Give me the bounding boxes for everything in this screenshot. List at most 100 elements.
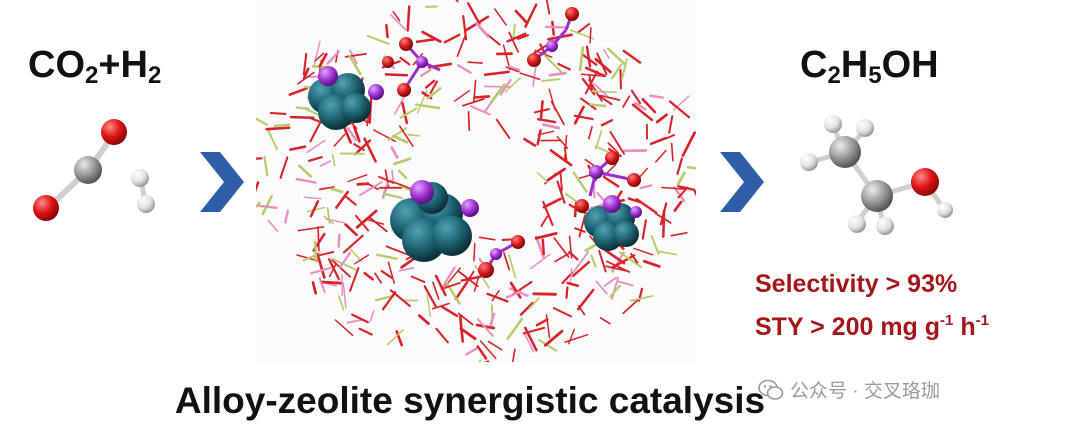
framework-bond (334, 319, 354, 337)
framework-bond (369, 310, 375, 323)
framework-bond (499, 78, 512, 96)
framework-bond (580, 97, 597, 110)
framework-bond (284, 209, 290, 224)
framework-bond (398, 125, 414, 147)
framework-bond (576, 288, 595, 311)
framework-bond (309, 200, 320, 218)
framework-bond (536, 129, 542, 146)
framework-bond (539, 43, 547, 57)
framework-bond (328, 263, 337, 278)
framework-bond (397, 169, 408, 180)
framework-bond (382, 192, 404, 200)
framework-bond (313, 40, 321, 67)
framework-bond (603, 276, 618, 287)
framework-bond (467, 61, 483, 64)
framework-bond (443, 33, 461, 44)
framework-bond (478, 359, 482, 362)
framework-bond (309, 120, 322, 143)
framework-bond (342, 282, 347, 309)
framework-bond (311, 281, 318, 295)
framework-bond (303, 196, 322, 200)
framework-bond (479, 340, 497, 360)
framework-bond (542, 123, 561, 130)
framework-bond (257, 204, 278, 209)
framework-bond (591, 90, 617, 94)
alloy-clusters (308, 66, 642, 262)
framework-bond (589, 103, 607, 108)
framework-bond (381, 182, 389, 199)
framework-bond (363, 137, 377, 163)
framework-bond (573, 105, 585, 125)
framework-bond (256, 201, 261, 209)
framework-bond (391, 134, 409, 144)
framework-bond (606, 47, 627, 66)
framework-bond (580, 73, 607, 78)
framework-bond (335, 190, 349, 209)
framework-bond (462, 15, 468, 41)
framework-bond (337, 233, 341, 248)
framework-bond (504, 76, 522, 93)
framework-bond (465, 270, 475, 285)
reactant-formula: CO2+H2 (28, 44, 161, 89)
alloy-cluster (584, 195, 642, 251)
framework-bond (639, 167, 649, 178)
framework-bond (543, 329, 564, 347)
framework-bond (318, 52, 328, 68)
framework-bond (295, 177, 317, 184)
framework-bond (314, 240, 318, 263)
framework-bond (630, 89, 642, 105)
framework-bond (306, 206, 326, 213)
framework-bond (502, 44, 511, 71)
framework-bond (610, 254, 636, 269)
framework-bond (470, 105, 491, 116)
framework-bond (536, 117, 557, 124)
framework-bond (594, 57, 612, 74)
framework-bond (540, 215, 549, 227)
framework-bond (467, 110, 471, 132)
framework-bond (279, 156, 289, 179)
framework-bond (642, 259, 661, 268)
framework-bond (418, 314, 430, 325)
framework-bond (598, 249, 607, 273)
framework-bond (317, 226, 320, 252)
framework-bond (465, 347, 478, 356)
framework-bond (505, 290, 522, 299)
framework-bond (319, 160, 332, 167)
framework-bond (630, 295, 654, 302)
watermark-text: 公众号 · 交叉珞珈 (790, 381, 940, 402)
framework-bond (519, 301, 534, 316)
framework-bond (617, 280, 634, 287)
framework-bond (349, 49, 358, 65)
framework-bond (604, 249, 626, 265)
framework-bond (381, 291, 397, 311)
reactant-part: CO2 (28, 44, 99, 89)
framework-bond (478, 236, 496, 241)
framework-bond (630, 252, 639, 264)
framework-bond (351, 313, 370, 324)
framework-bond (424, 79, 436, 89)
framework-bond (548, 71, 567, 77)
framework-bond (519, 72, 541, 81)
framework-bond (605, 265, 627, 272)
framework-bond (568, 235, 573, 259)
framework-bond (398, 266, 415, 272)
framework-bond (620, 58, 628, 81)
framework-bond (593, 83, 608, 97)
framework-bond (681, 131, 696, 158)
framework-bond (516, 34, 530, 40)
framework-bond (352, 125, 361, 143)
framework-bond (641, 219, 647, 240)
framework-bond (256, 181, 260, 193)
framework-bond (326, 50, 340, 65)
framework-bond (426, 294, 432, 318)
framework-bond (267, 129, 278, 151)
framework-bond (566, 281, 580, 288)
framework-bond (483, 99, 494, 114)
framework-bond (673, 200, 683, 212)
framework-bond (584, 70, 599, 95)
framework-bond (330, 187, 344, 194)
framework-bond (434, 274, 447, 297)
framework-bond (345, 196, 357, 206)
framework-bond (622, 297, 641, 315)
framework-bond (553, 237, 570, 258)
